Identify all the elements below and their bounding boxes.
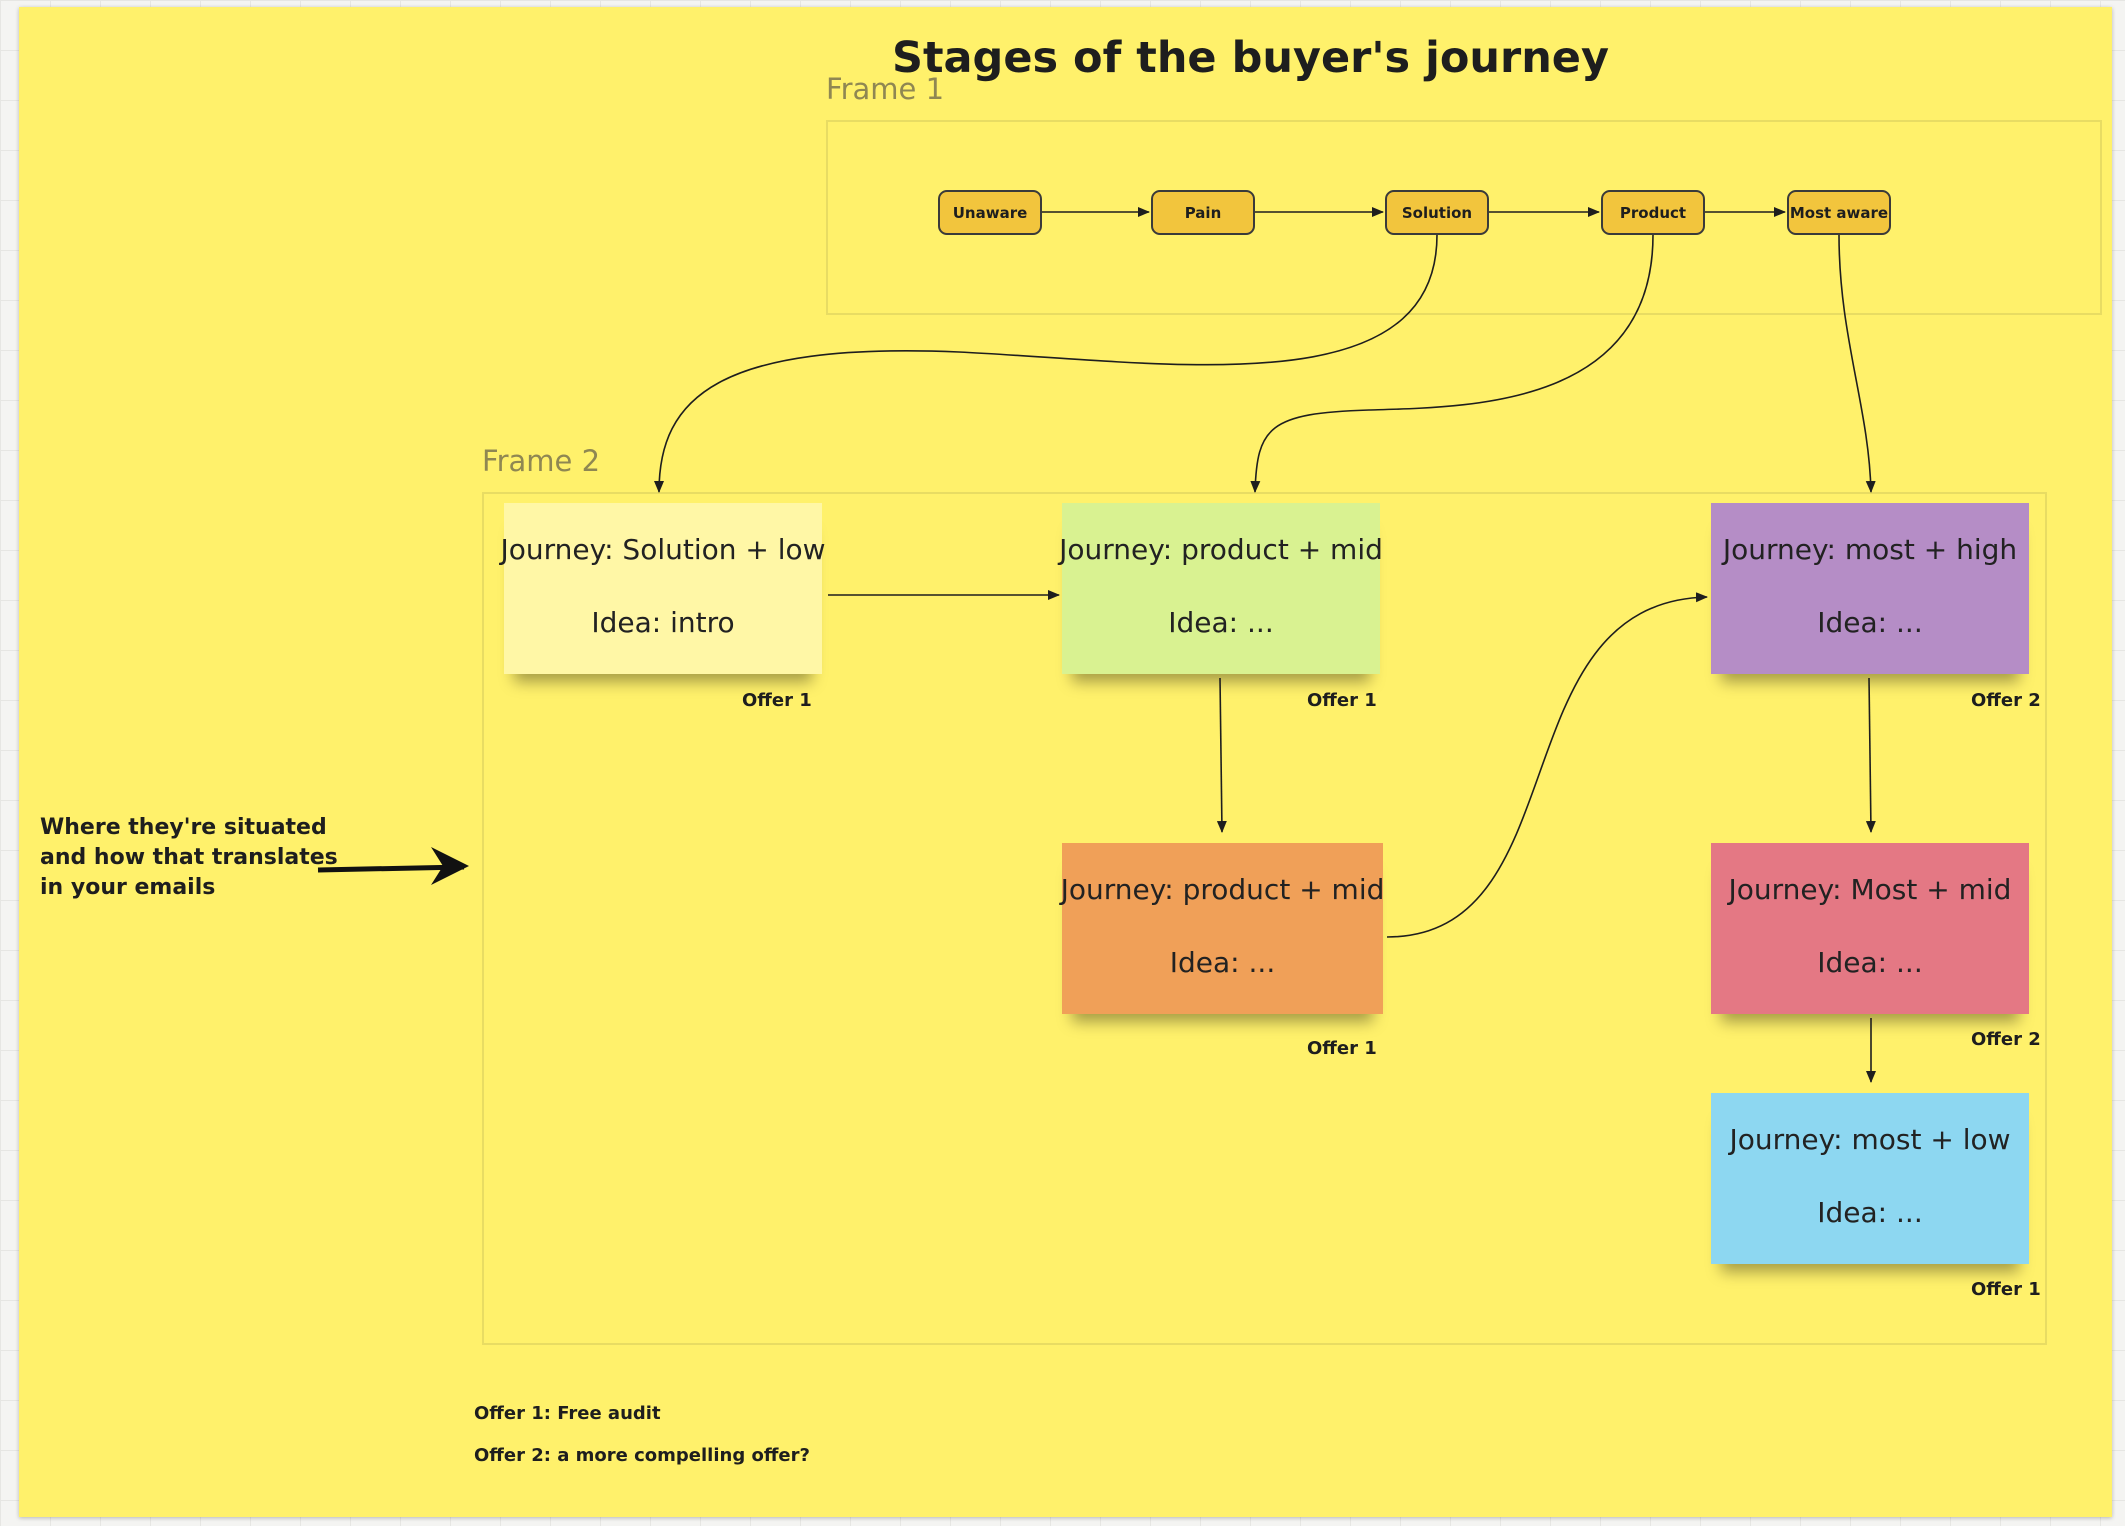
- board-title: Stages of the buyer's journey: [892, 33, 1609, 83]
- note-idea: Idea: ...: [1169, 946, 1276, 979]
- offer-tag: Offer 1: [1971, 1279, 2041, 1300]
- sticky-note-most-high[interactable]: Journey: most + high Idea: ...: [1711, 503, 2029, 674]
- thick-arrow-head: [431, 847, 469, 885]
- connector-product-mid-to-most-high: [1386, 592, 1708, 938]
- sticky-note-product-mid[interactable]: Journey: product + mid Idea: ...: [1059, 503, 1383, 674]
- note-journey: Journey: most + high: [1722, 533, 2018, 566]
- note-idea: Idea: ...: [1817, 946, 1923, 979]
- connector-layer: [317, 207, 1876, 1083]
- connector-most-aware-note: [1838, 234, 1876, 493]
- offer-tag: Offer 1: [1307, 690, 1377, 711]
- note-idea: Idea: intro: [591, 606, 735, 639]
- connector-solution-note: [654, 234, 1438, 493]
- note-idea: Idea: ...: [1817, 606, 1923, 639]
- connector-product-note: [1250, 234, 1654, 493]
- side-annotation-text[interactable]: Where they're situated and how that tran…: [40, 815, 338, 900]
- sticky-note-most-low[interactable]: Journey: most + low Idea: ...: [1711, 1093, 2029, 1264]
- offer-tag: Offer 1: [1307, 1038, 1377, 1059]
- frame-2-label[interactable]: Frame 2: [482, 444, 601, 478]
- stage-pain[interactable]: Pain: [1151, 190, 1255, 235]
- legend-offer-1[interactable]: Offer 1: Free audit: [474, 1403, 661, 1424]
- note-journey: Journey: Solution + low: [500, 533, 826, 566]
- sticky-note-product-mid-2[interactable]: Journey: product + mid Idea: ...: [1060, 843, 1385, 1014]
- board-canvas: Stages of the buyer's journey Frame 1 Un…: [19, 7, 2112, 1517]
- sticky-note-solution-low[interactable]: Journey: Solution + low Idea: intro: [500, 503, 826, 674]
- stage-unaware[interactable]: Unaware: [938, 190, 1042, 235]
- connector-most-high-down: [1865, 677, 1876, 833]
- frame-1-label[interactable]: Frame 1: [826, 72, 945, 106]
- note-idea: Idea: ...: [1817, 1196, 1923, 1229]
- offer-tag: Offer 2: [1971, 690, 2041, 711]
- stage-product[interactable]: Product: [1601, 190, 1705, 235]
- stage-most-aware[interactable]: Most aware: [1787, 190, 1891, 235]
- offer-tag: Offer 2: [1971, 1029, 2041, 1050]
- note-journey: Journey: product + mid: [1059, 533, 1383, 566]
- stage-solution[interactable]: Solution: [1385, 190, 1489, 235]
- frame-1[interactable]: [826, 120, 2102, 315]
- note-journey: Journey: most + low: [1729, 1123, 2011, 1156]
- thick-arrow-shaft: [317, 864, 465, 873]
- sticky-note-most-mid[interactable]: Journey: Most + mid Idea: ...: [1711, 843, 2029, 1014]
- offer-tag: Offer 1: [742, 690, 812, 711]
- frame-2[interactable]: [482, 492, 2047, 1345]
- connector-product-mid-down: [1216, 677, 1227, 833]
- note-journey: Journey: Most + mid: [1728, 873, 2012, 906]
- note-idea: Idea: ...: [1168, 606, 1274, 639]
- legend-offer-2[interactable]: Offer 2: a more compelling offer?: [474, 1445, 810, 1466]
- note-journey: Journey: product + mid: [1060, 873, 1385, 906]
